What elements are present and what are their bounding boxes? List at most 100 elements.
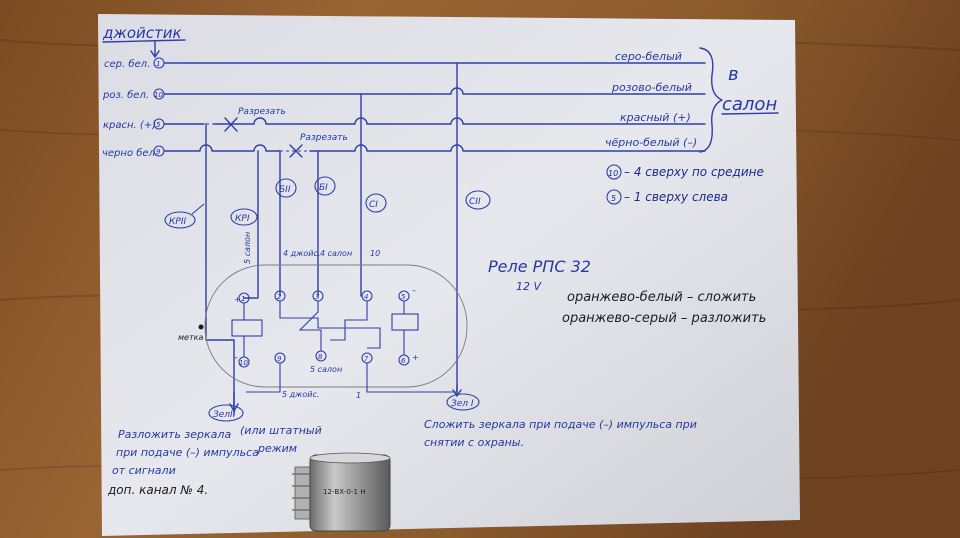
b1-tag <box>314 176 336 196</box>
b1-label: БI <box>319 183 328 193</box>
left-pins: 1 10 5 9 <box>153 57 165 157</box>
pin-note-10-text: – 4 сверху по средине <box>624 165 764 179</box>
relay-marker-label: метка <box>178 333 203 342</box>
relay-title: Реле РПС 32 <box>488 257 591 276</box>
relay-pin-10-label: 10 <box>239 359 248 367</box>
cut-label-2: Разрезать <box>300 133 348 143</box>
note-salon5: 5 салон <box>243 232 252 264</box>
out-left-note-4: доп. канал № 4. <box>107 483 208 497</box>
paper-sheet <box>98 14 800 536</box>
relay-coil-left <box>231 319 263 337</box>
relay-pin-8-label: 8 <box>318 353 323 361</box>
joystick-arrow <box>150 41 160 58</box>
connector-tags: КРII КРI БII БI СI СII <box>164 176 491 229</box>
out-right-tag <box>446 393 480 411</box>
relay-pin-1-label: 1 <box>241 295 245 303</box>
relay-pin-5-label: 5 <box>401 293 406 301</box>
relay-photo-marking: 12-ВХ-0-1 Н <box>323 488 365 496</box>
c1-tag <box>365 193 387 213</box>
pin-10-label: 10 <box>154 91 163 99</box>
kr1-label: КРI <box>235 214 250 224</box>
left-wire-label-3: красн. (+) <box>103 120 156 131</box>
left-wire-label-1: сер. бел. <box>104 58 150 70</box>
out-right-note-2: снятии с охраны. <box>424 436 524 449</box>
kr2-tag <box>164 211 196 229</box>
out-left-tag <box>208 404 244 422</box>
pin-5-circle <box>153 118 165 130</box>
pin-note-5-text: – 1 сверху слева <box>624 190 728 204</box>
note-dzhoy4: 4 джойс. <box>283 249 320 258</box>
b2-tag <box>275 178 297 198</box>
left-wire-label-2: роз. бел. <box>102 89 149 101</box>
relay-out-9 <box>246 363 281 393</box>
relay-pin-3-label: 3 <box>315 293 319 301</box>
out-right-connector: Зел I <box>451 399 474 409</box>
out-left-note-1: Разложить зеркала <box>118 428 231 441</box>
out-right-arrow <box>452 384 462 397</box>
relay-coil-right <box>391 313 419 331</box>
kr2-label: КРII <box>169 217 186 227</box>
relay-photo: 12-ВХ-0-1 Н <box>292 452 391 532</box>
kr1-tag <box>230 208 258 226</box>
out-left-aside-2: режим <box>257 442 297 455</box>
right-wire-label-4: чёрно-белый (–) <box>605 136 697 149</box>
c1-label: СI <box>369 200 378 210</box>
relay-internals: 1 2 3 4 5 10 9 8 7 6 + – – + <box>231 286 457 393</box>
kr2-pointer <box>191 203 205 215</box>
right-wire-label-1: серо-белый <box>615 50 682 63</box>
relay-minus-mark-2: – <box>412 286 416 295</box>
pin-note-10-num: 10 <box>608 169 618 178</box>
relay-pin-9-label: 9 <box>277 355 282 363</box>
pin-note-5-circle <box>606 189 622 205</box>
cut-label-1: Разрезать <box>238 107 286 117</box>
pin-9-circle <box>153 145 165 157</box>
relay-voltage: 12 V <box>516 280 542 293</box>
cut-mark-2 <box>289 144 303 158</box>
relay-contact-c <box>330 301 368 341</box>
relay-out-7 <box>366 363 457 393</box>
relay-photo-top <box>309 452 391 464</box>
relay-pin-2-label: 2 <box>277 293 282 301</box>
right-wire-label-2: розово-белый <box>611 81 692 94</box>
pin-10-circle <box>153 88 165 100</box>
c2-tag <box>465 190 491 210</box>
left-wire-label-4: черно бел. <box>102 147 158 159</box>
salon-label-bottom: салон <box>722 94 777 115</box>
pin-5-label: 5 <box>156 121 161 129</box>
relay-pin-4-label: 4 <box>364 293 368 301</box>
pin-note-10-circle <box>606 164 622 180</box>
relay-pin-6-label: 6 <box>401 357 406 365</box>
note-salon5b: 5 салон <box>310 365 342 374</box>
relay-contact-b <box>298 301 322 351</box>
pin-9-label: 9 <box>156 148 161 156</box>
note-dzhoy5: 5 джойс. <box>282 390 319 399</box>
note-salon4: 4 салон <box>320 249 352 258</box>
salon-underline <box>721 112 779 115</box>
legend-orange-gray: оранжево-серый – разложить <box>562 311 766 326</box>
right-wire-label-3: красный (+) <box>620 111 691 124</box>
out-left-note-3: от сигнали <box>112 464 176 477</box>
note-10: 10 <box>370 249 380 258</box>
relay-marker-dot <box>198 324 204 330</box>
b2-label: БII <box>279 185 291 195</box>
wire-9-left <box>164 144 281 152</box>
salon-label-top: в <box>728 64 739 85</box>
c2-label: СII <box>469 197 481 207</box>
drop-kr2 <box>205 123 235 416</box>
relay-plus-mark: + <box>234 295 241 304</box>
relay-photo-pin-lines <box>292 473 312 511</box>
joystick-label: джойстик <box>102 24 182 42</box>
out-left-aside-1: (или штатный <box>240 424 322 437</box>
out-left-connector: ЗелII <box>213 410 236 420</box>
wire-9 <box>309 144 706 152</box>
pin-note-5-num: 5 <box>611 194 616 203</box>
pin-1-label: 1 <box>156 60 160 68</box>
out-left-note-2: при подаче (–) импульса <box>116 446 259 459</box>
relay-minus-mark: – <box>234 353 238 362</box>
relay-plus-mark-2: + <box>412 353 419 362</box>
out-right-note-1: Сложить зеркала при подаче (–) импульса … <box>424 418 697 431</box>
pin-1-circle <box>153 57 165 69</box>
legend-orange-white: оранжево-белый – сложить <box>567 290 756 305</box>
